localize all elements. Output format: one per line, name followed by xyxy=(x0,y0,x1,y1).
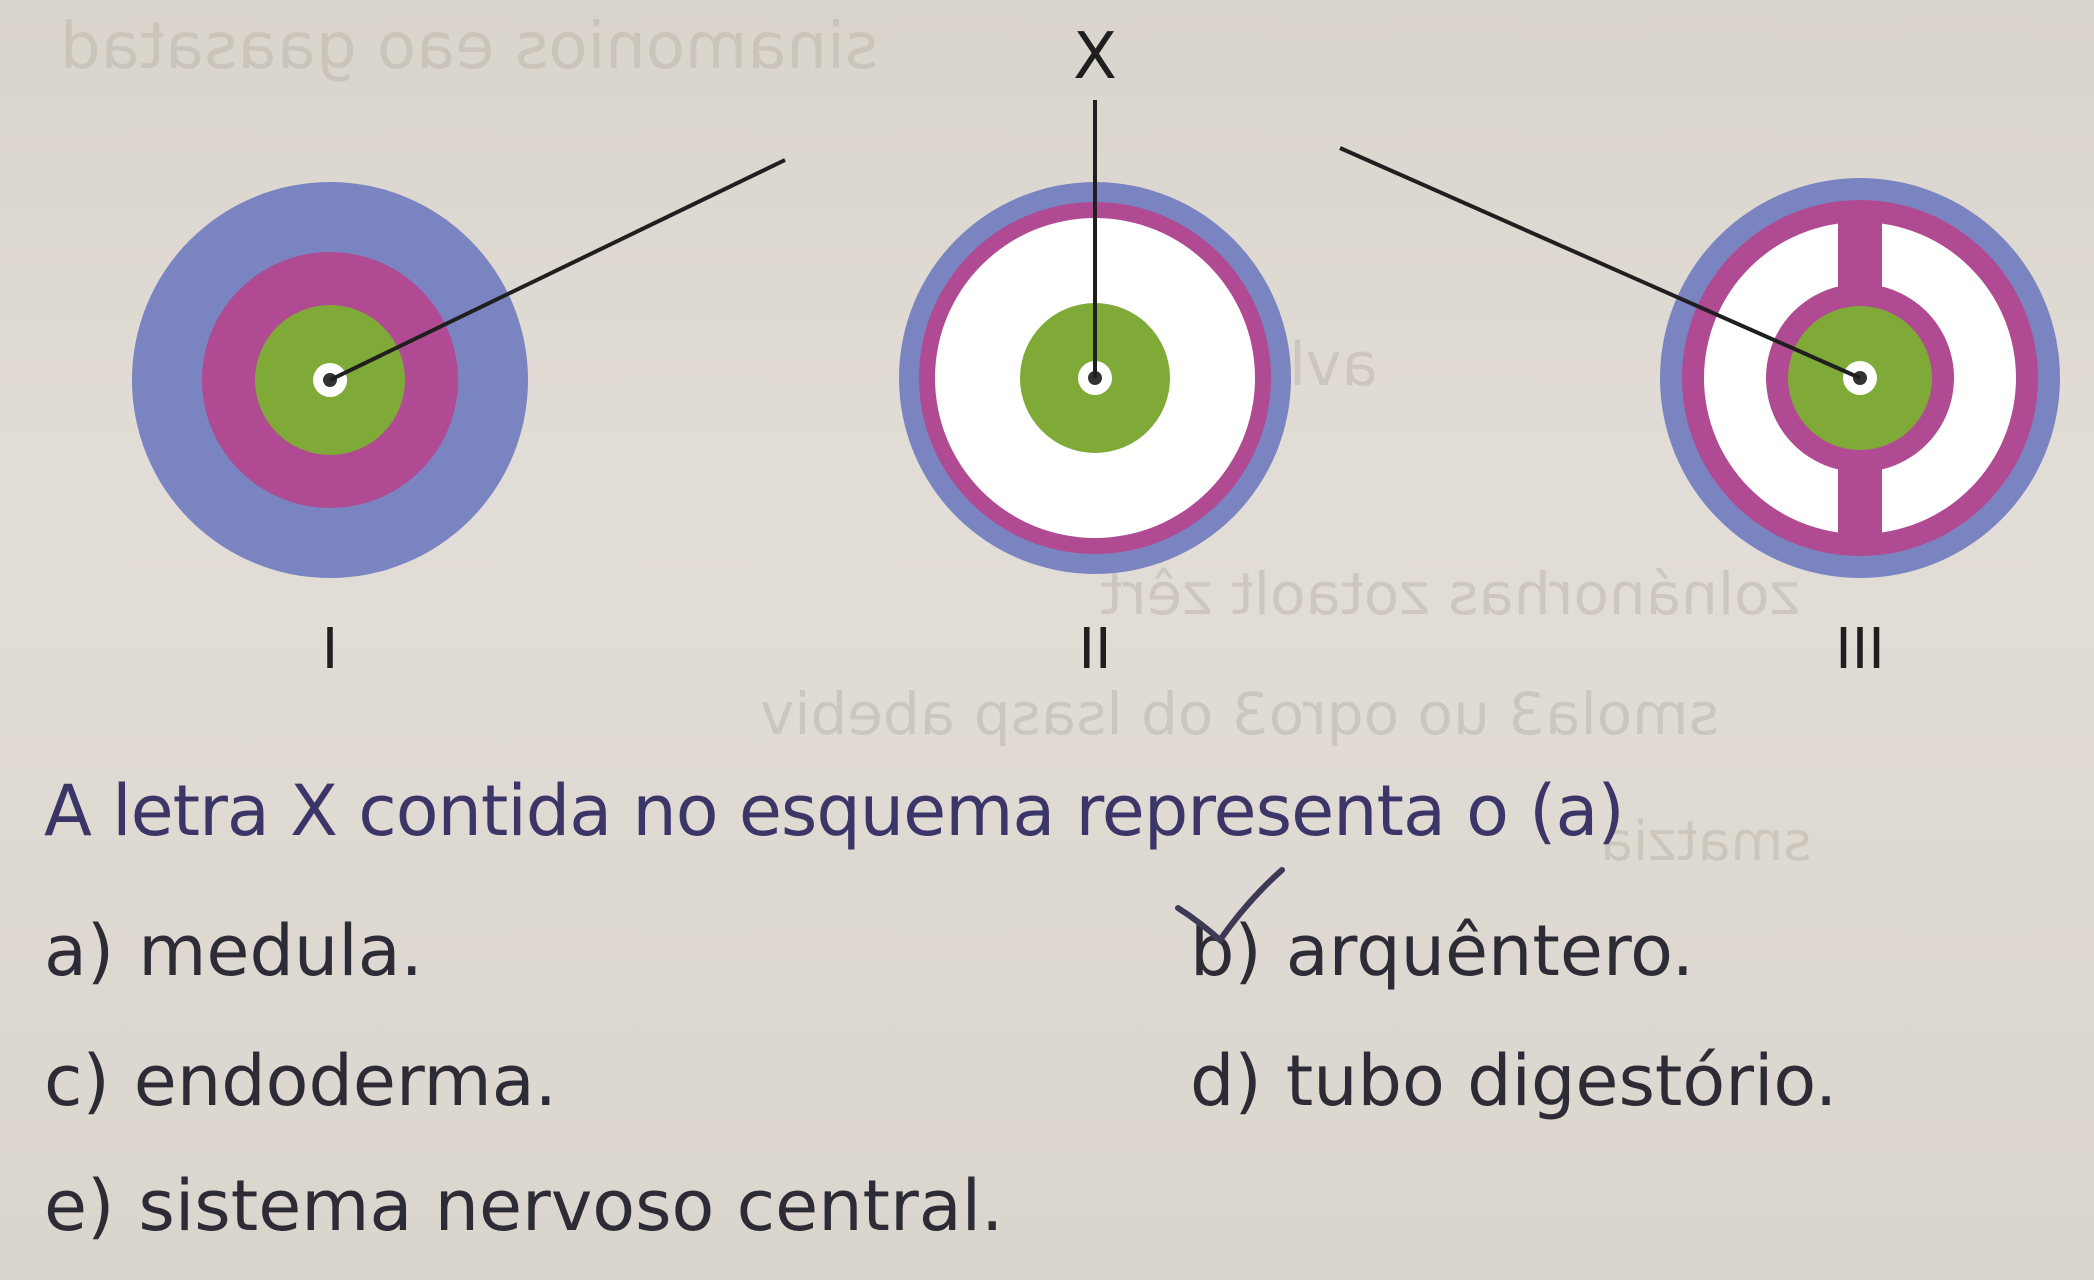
handwritten-check-mark xyxy=(1175,867,1285,945)
question-prompt: A letra X contida no esquema representa … xyxy=(44,770,1625,852)
option-a-letter: a) xyxy=(44,910,115,992)
option-e[interactable]: e) sistema nervoso central. xyxy=(44,1165,1003,1247)
figure-label-ii: II xyxy=(1078,617,1111,682)
option-c[interactable]: c) endoderma. xyxy=(44,1040,557,1122)
option-d-text: tubo digestório. xyxy=(1285,1040,1838,1122)
option-b[interactable]: b)arquêntero. xyxy=(1190,910,1694,992)
figure-label-i: I xyxy=(322,617,339,682)
option-c-text: endoderma. xyxy=(133,1040,557,1122)
option-d[interactable]: d) tubo digestório. xyxy=(1190,1040,1837,1122)
option-c-letter: c) xyxy=(44,1040,110,1122)
option-a[interactable]: a) medula. xyxy=(44,910,423,992)
option-d-letter: d) xyxy=(1190,1040,1262,1122)
option-a-text: medula. xyxy=(138,910,423,992)
pointer-label-x: X xyxy=(1073,20,1117,94)
pointer-line-figure-i xyxy=(329,158,786,382)
pointer-line-figure-iii xyxy=(1339,146,1861,380)
option-e-text: sistema nervoso central. xyxy=(138,1165,1004,1247)
pointer-lines xyxy=(329,100,1861,382)
option-e-letter: e) xyxy=(44,1165,115,1247)
figure-label-iii: III xyxy=(1835,617,1885,682)
option-b-text: arquêntero. xyxy=(1285,910,1695,992)
embryo-cross-section-diagram: X I II III xyxy=(132,20,2060,682)
